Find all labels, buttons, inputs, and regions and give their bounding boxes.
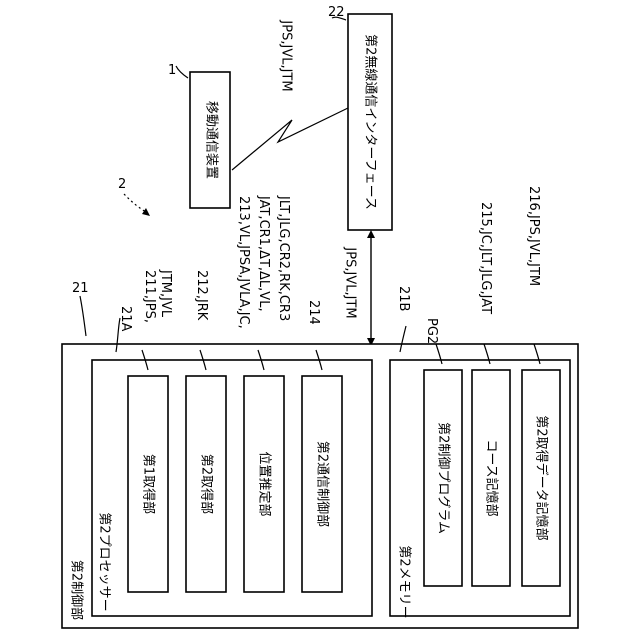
first-acquisition-unit-label: 第1取得部	[141, 454, 157, 514]
position-estimation-unit-label: 位置推定部	[257, 451, 272, 516]
processor-label: 第2プロセッサー	[97, 512, 112, 611]
interface-ref-number: 22	[328, 5, 345, 20]
pg2-ref-label: PG2	[424, 318, 439, 344]
wireless-link-symbol	[232, 108, 348, 170]
unit-212-signals-line1: 212,JRK	[194, 270, 209, 321]
controller-leader-line	[80, 296, 86, 336]
device-ref-number: 1	[168, 63, 176, 78]
controller-ref-number: 21	[72, 281, 89, 296]
processor-ref-number: 21A	[118, 306, 133, 332]
unit-214-ref-number: 214	[306, 300, 321, 325]
second-comm-control-unit-label: 第2通信制御部	[315, 441, 330, 527]
unit-211-signals-line2: JTM,JVL	[158, 269, 173, 318]
second-acquisition-unit-label: 第2取得部	[199, 454, 215, 514]
link-arrow-up	[367, 230, 375, 238]
system-ref-number: 2	[118, 177, 126, 192]
unit-213-signals-line3: JLT,JLG,CR2,RK,CR3	[276, 195, 291, 321]
memory-label: 第2メモリー	[397, 545, 412, 618]
system-arrow-head	[142, 208, 150, 216]
wireless-signal-labels: JPS,JVL,JTM	[279, 19, 294, 91]
wireless-interface-label: 第2無線通信インターフェース	[363, 34, 379, 210]
control-program-label: 第2制御プログラム	[436, 422, 451, 534]
unit-213-signals-line2: JAT,CR1,ΔT,ΔL,VL,	[256, 195, 271, 312]
link-signal-labels: JPS,JVL,JTM	[343, 246, 358, 318]
mobile-device-label: 移動通信装置	[204, 101, 219, 179]
controller-label: 第2制御部	[69, 560, 84, 620]
second-acquired-data-storage-label: 第2取得データ記憶部	[534, 415, 550, 540]
system-ref-dotted-arrow	[124, 194, 146, 212]
memory-ref-number: 21B	[396, 286, 411, 311]
unit-211-signals-line1: 211,JPS,	[142, 270, 157, 323]
unit-216-signals: 216,JPS,JVL,JTM	[526, 186, 541, 286]
course-storage-label: コース記憶部	[484, 439, 500, 516]
unit-215-signals: 215,JC,JLT,JLG,JAT	[478, 202, 493, 314]
device-leader-line	[176, 66, 188, 78]
unit-213-signals-line1: 213,VL,JPSA,JVLA,JC,	[236, 196, 251, 329]
